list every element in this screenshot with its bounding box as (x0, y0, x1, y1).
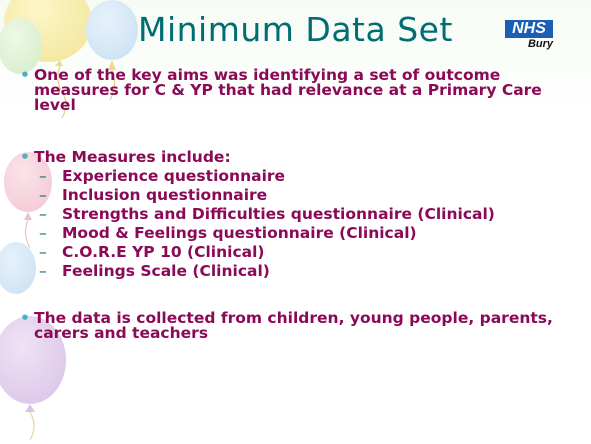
list-item-text: Strengths and Difficulties questionnaire… (62, 205, 495, 223)
list-item: – Inclusion questionnaire (39, 186, 268, 204)
list-item: – Strengths and Difficulties questionnai… (39, 205, 495, 223)
bullet-data-collection: • The data is collected from children, y… (20, 309, 580, 342)
balloon-light-blue-shape (0, 242, 36, 294)
list-item: – Feelings Scale (Clinical) (39, 262, 270, 280)
page-title: Minimum Data Set (138, 10, 453, 49)
bullet-text: The data is collected from children, you… (34, 309, 553, 342)
bullet-dot: • (20, 309, 30, 327)
list-item: – C.O.R.E YP 10 (Clinical) (39, 243, 265, 261)
bullet-dot: • (20, 148, 30, 166)
balloon-purple-shape (0, 316, 66, 404)
nhs-bury-logo: NHS Bury (499, 20, 555, 50)
nhs-logo-place: Bury (527, 38, 553, 50)
bullet-key-aims: • One of the key aims was identifying a … (20, 66, 580, 114)
list-item-text: Mood & Feelings questionnaire (Clinical) (62, 224, 417, 242)
bullet-text: The Measures include: (34, 148, 231, 166)
list-item-text: Feelings Scale (Clinical) (62, 262, 270, 280)
bullet-dot: • (20, 66, 30, 84)
bullet-text: One of the key aims was identifying a se… (34, 66, 542, 114)
balloon-pink-shape (4, 152, 52, 212)
list-item-text: Inclusion questionnaire (62, 186, 268, 204)
balloon-green-shape (0, 18, 42, 74)
list-item: – Mood & Feelings questionnaire (Clinica… (39, 224, 417, 242)
bullet-measures: • The Measures include: (20, 148, 580, 166)
list-item: – Experience questionnaire (39, 167, 286, 185)
list-item-text: C.O.R.E YP 10 (Clinical) (62, 243, 265, 261)
slide-body: • One of the key aims was identifying a … (20, 66, 580, 342)
balloon-blue-shape (86, 0, 138, 60)
measures-list: – Experience questionnaire – Inclusion q… (20, 167, 580, 280)
nhs-logo-mark: NHS (505, 20, 553, 38)
list-item-text: Experience questionnaire (62, 167, 286, 185)
